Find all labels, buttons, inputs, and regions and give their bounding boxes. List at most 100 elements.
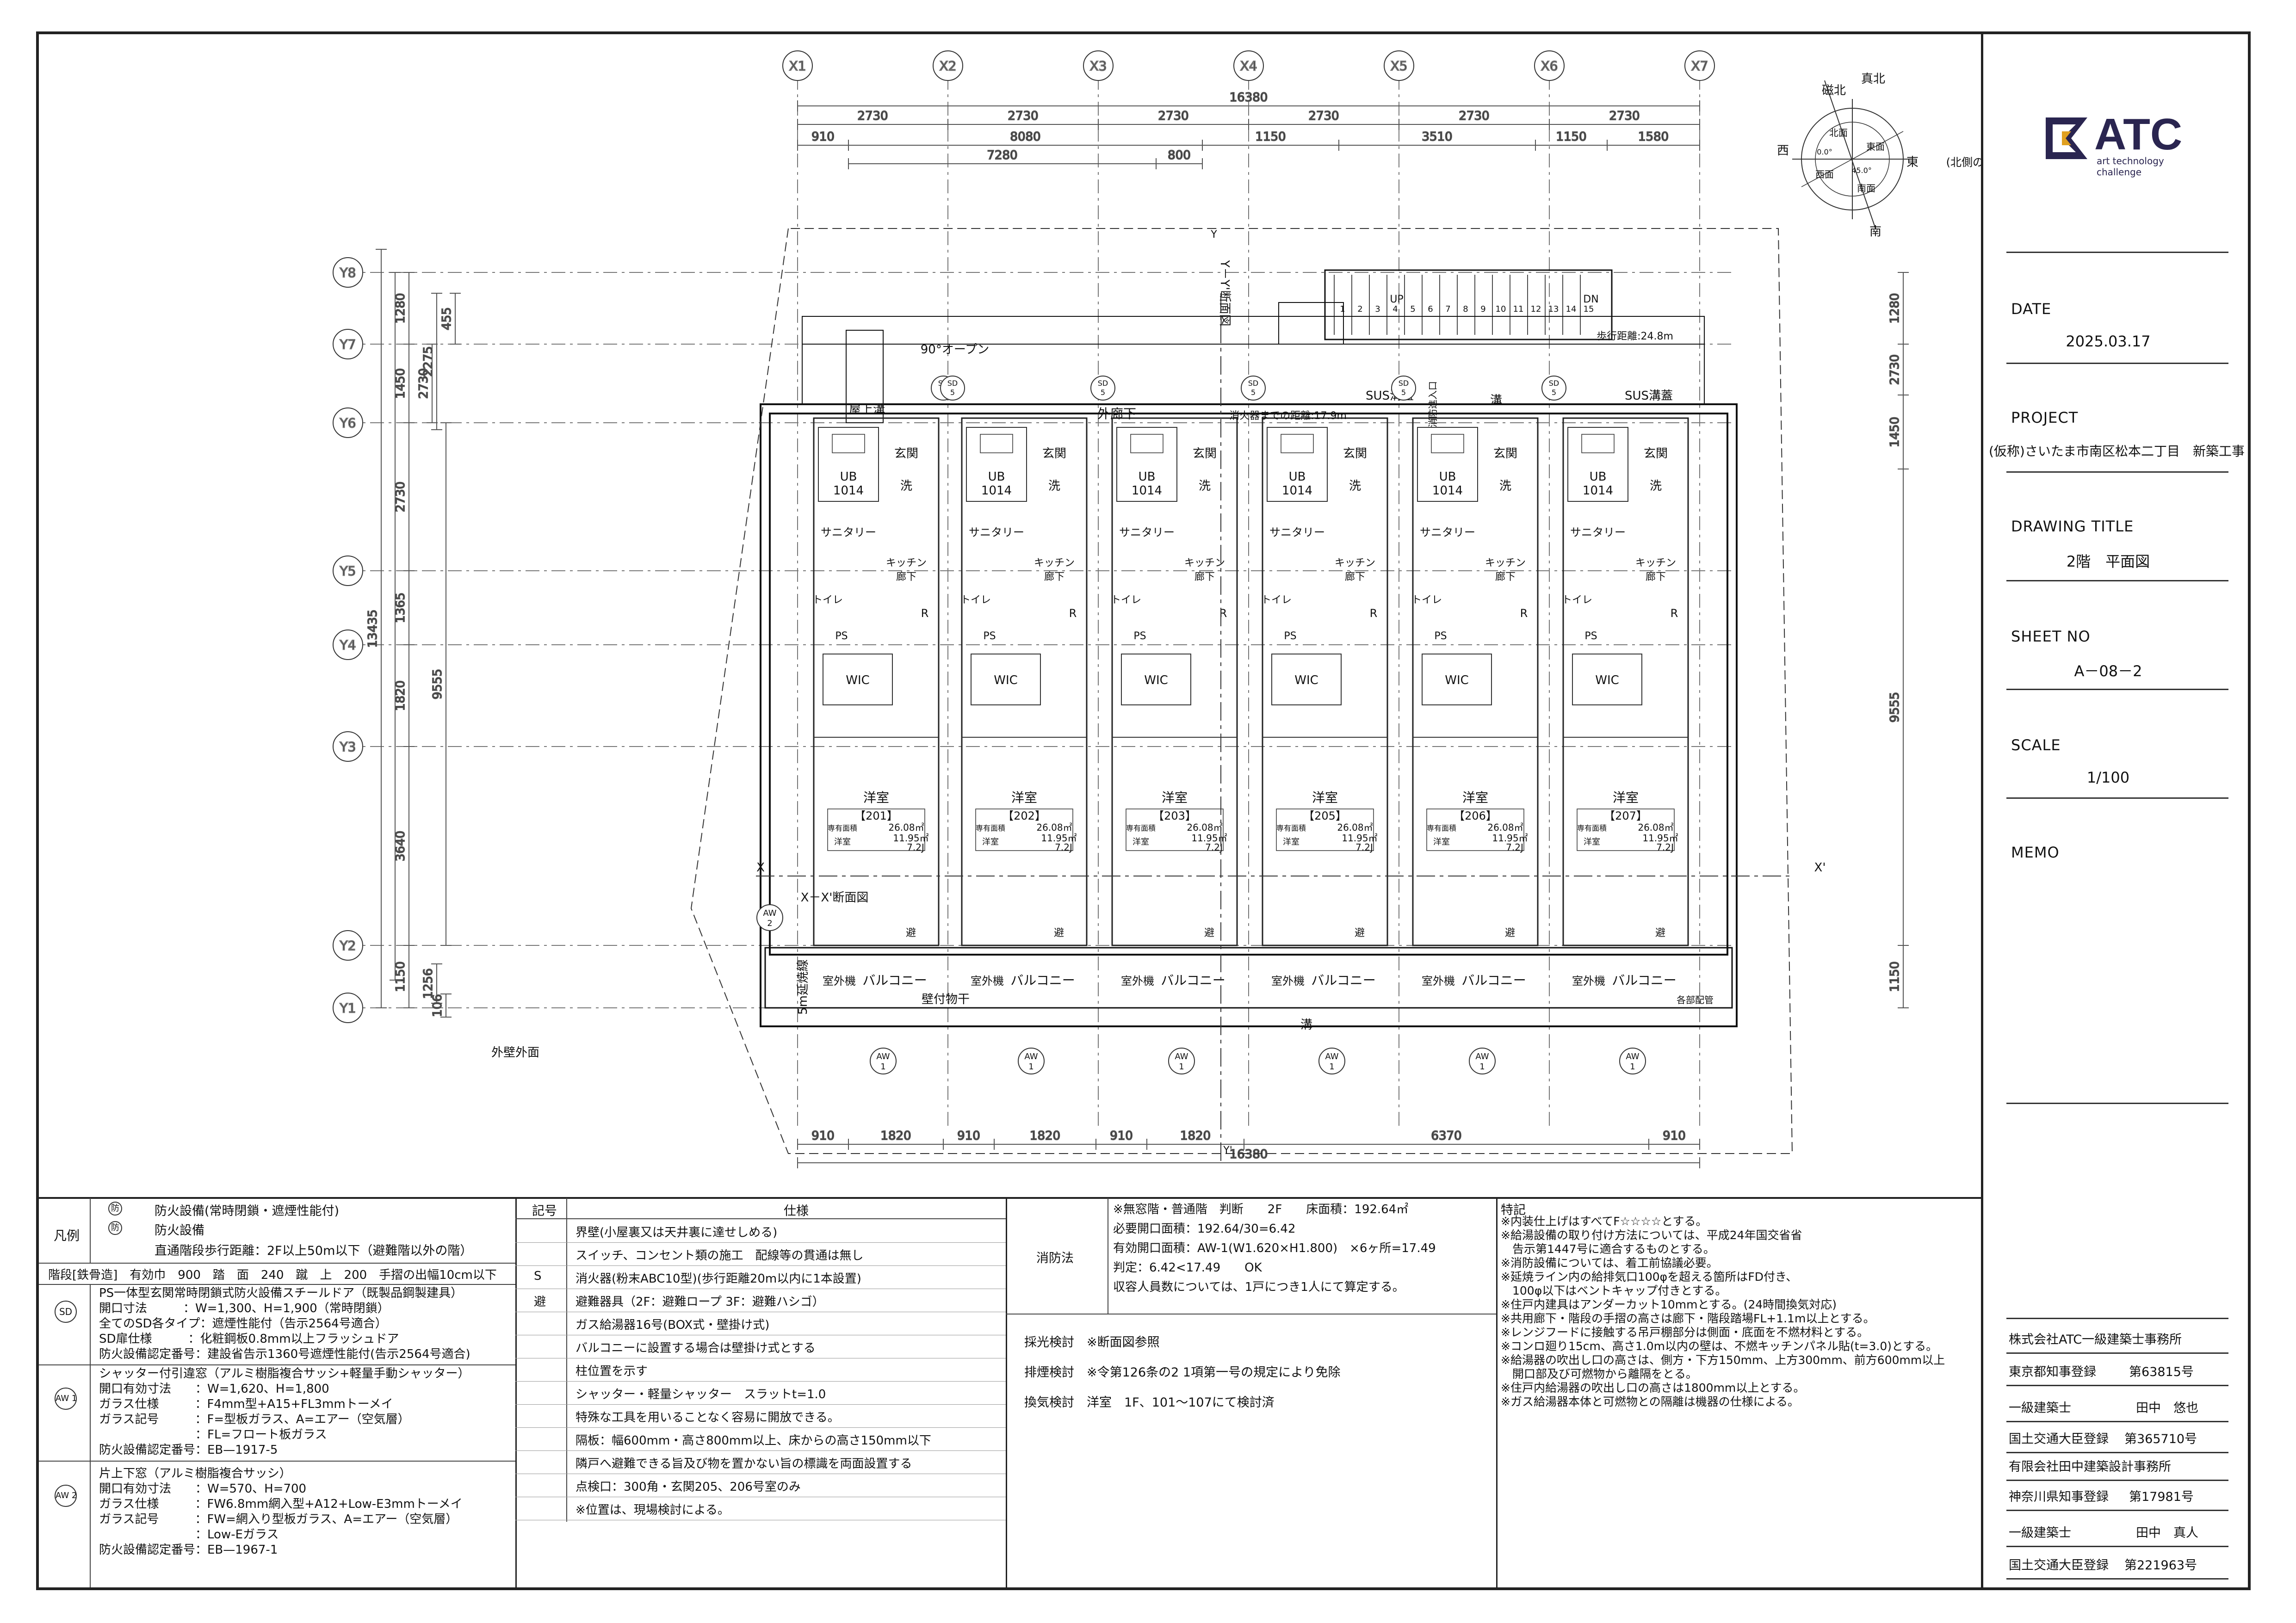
wic <box>1422 654 1492 705</box>
entrance-label: 玄関 <box>1493 447 1517 461</box>
entrance-label: 玄関 <box>1193 447 1217 461</box>
spec-row: 隣戸へ避難できる旨及び物を置かない旨の標識を両面設置する <box>515 1450 1006 1474</box>
wic-label: WIC <box>1595 673 1619 687</box>
entrance-label: 玄関 <box>1042 447 1066 461</box>
dim-left-sub: 455 <box>440 307 454 330</box>
title-block: ATC art technology challenge DATE 2025.0… <box>1981 34 2250 1587</box>
section-xx-label: X－X'断面図 <box>801 891 869 905</box>
aw1-symbol: AW 1 <box>55 1388 77 1410</box>
grid-label-x: X2 <box>940 58 957 74</box>
section-x-mark: X <box>756 861 765 875</box>
kitchen-label: キッチン <box>1034 557 1075 569</box>
fridge-label: R <box>921 607 929 620</box>
scale-value: 1/100 <box>2086 769 2130 786</box>
unit-area: 26.08㎡ <box>1036 822 1072 833</box>
atc-logo-mark <box>2046 117 2087 159</box>
entrance-label: 玄関 <box>1644 447 1668 461</box>
door-tag-no: 5 <box>1101 388 1105 397</box>
entrance-label: 玄関 <box>1343 447 1367 461</box>
bath-label: UB <box>1289 470 1306 484</box>
drawing-title-value: 2階 平面図 <box>2066 553 2150 570</box>
spec-row-text: 隣戸へ避難できる旨及び物を置かない旨の標識を両面設置する <box>576 1457 912 1471</box>
dim-top-sub: 1150 <box>1556 130 1586 144</box>
bath-label: UB <box>1590 470 1607 484</box>
exterior-wall-label: 外壁外面 <box>491 1046 539 1060</box>
grid-label-x: X1 <box>789 58 806 74</box>
bathtub <box>1581 434 1615 453</box>
door-tag <box>1541 376 1566 401</box>
unit-room-area: 11.95㎡ <box>1041 833 1077 844</box>
sd-line-1: PS一体型玄関常時閉鎖式防火設備スチールドア（既製品鋼製建具） <box>99 1286 463 1300</box>
kitchen-label: キッチン <box>1184 557 1225 569</box>
drawing-title-label: DRAWING TITLE <box>2011 518 2134 535</box>
grid-bubble-x <box>1233 50 1264 81</box>
bath-size-label: 1014 <box>1432 484 1463 498</box>
spec-row-text: 柱位置を示す <box>576 1364 648 1378</box>
unit-number: 【202】 <box>1003 809 1046 822</box>
compass-true-north: 真北 <box>1861 72 1885 86</box>
spec-row-text: スイッチ、コンセント類の施工 配線等の貫通は無し <box>576 1249 864 1263</box>
dim-left-total: 13435 <box>366 610 380 648</box>
dim-top-span: 2730 <box>857 109 888 123</box>
notes-panel: 特記 ※内装仕上げはすべてF☆☆☆☆とする。※給湯設備の取り付け方法については、… <box>1499 1198 1980 1587</box>
fire-access-label: 消防進入口 <box>1427 381 1438 427</box>
wic-label: WIC <box>1294 673 1318 687</box>
unit-plan: UB1014玄関洗サニタリーキッチン廊下トイレRPSWIC洋室【203】専有面積… <box>1111 417 1238 988</box>
compass-sector-north: 北面 <box>1829 127 1848 138</box>
spec-row: 界壁(小屋裏又は天井裏に達せしめる) <box>515 1219 1006 1243</box>
fire-line-1: ※無窓階・普通階 判断 2F 床面積：192.64㎡ <box>1113 1203 1409 1216</box>
spec-row-text: 避難器具（2F：避難ロープ 3F：避難ハシゴ） <box>576 1295 824 1309</box>
grid-bubble-y <box>333 731 363 762</box>
window-tag <box>1168 1048 1195 1074</box>
legend-sym-1: 防 <box>108 1202 122 1216</box>
unit-area-label: 専有面積 <box>828 824 857 833</box>
corridor-label-unit: 廊下 <box>896 571 916 583</box>
spec-panel: 記号 仕様 界壁(小屋裏又は天井裏に達せしめる)スイッチ、コンセント類の施工 配… <box>515 1198 1007 1587</box>
window-tag-type: AW <box>1024 1052 1038 1061</box>
compass-angle-a: 0.0° <box>1817 148 1832 156</box>
unit-tatami: 7.2J <box>907 842 924 853</box>
ps-label: PS <box>835 630 848 642</box>
unit-room-area: 11.95㎡ <box>1492 833 1528 844</box>
dim-left-span: 1365 <box>394 592 408 623</box>
unit-area-box <box>1276 808 1374 851</box>
sanitary-label: サニタリー <box>969 526 1024 539</box>
wic-label: WIC <box>994 673 1018 687</box>
window-tag-no: 1 <box>1028 1062 1034 1072</box>
unit-area: 26.08㎡ <box>1487 822 1523 833</box>
stair-number: 12 <box>1531 304 1541 314</box>
sus-lid-label-2: SUS溝蓋 <box>1625 389 1673 403</box>
dim-left-small2: 106 <box>431 994 445 1017</box>
unit-area-box <box>1426 808 1524 851</box>
unit-outline <box>1412 417 1539 946</box>
notes-lines: ※内装仕上げはすべてF☆☆☆☆とする。※給湯設備の取り付け方法については、平成2… <box>1501 1215 1945 1409</box>
aw1-line-2: 開口有効寸法 ：W=1,620、H=1,800 <box>99 1382 329 1396</box>
date-label: DATE <box>2011 300 2052 318</box>
sd-line-5: 防火設備認定番号：建設省告示1360号遮煙性能付(告示2564号適合) <box>99 1347 470 1361</box>
dim-top-sub: 1150 <box>1255 130 1286 144</box>
grid-bubble-y <box>333 629 363 660</box>
window-tag-no: 1 <box>1179 1062 1184 1072</box>
unit-room-label: 洋室 <box>1584 837 1600 847</box>
grid-label-x: X5 <box>1391 58 1408 74</box>
bathtub <box>832 434 865 453</box>
grid-bubble-y <box>333 257 363 288</box>
grid-label-y: Y2 <box>340 938 356 953</box>
check-light: 採光検討 ※断面図参照 <box>1024 1335 1160 1350</box>
bathroom <box>818 427 879 502</box>
door-tag <box>940 376 965 401</box>
grid-bubble-x <box>782 50 813 81</box>
notes-title: 特記 <box>1501 1203 1526 1217</box>
drain-label: 各部配管 <box>1677 994 1714 1006</box>
project-label: PROJECT <box>2011 409 2079 426</box>
outdoor-unit-label: 室外機 <box>1572 975 1605 987</box>
bathroom <box>1267 427 1328 502</box>
aw2-line-5: ：Low-Eガラス <box>99 1528 279 1542</box>
door-tag <box>1391 376 1416 401</box>
balcony-label: バルコニー <box>1311 973 1375 988</box>
unit-tatami: 7.2J <box>1656 842 1674 853</box>
spec-row: 点検口：300角・玄関205、206号室のみ <box>515 1474 1006 1497</box>
unit-area-box <box>827 808 925 851</box>
spec-col-sym: 記号 <box>532 1204 557 1218</box>
